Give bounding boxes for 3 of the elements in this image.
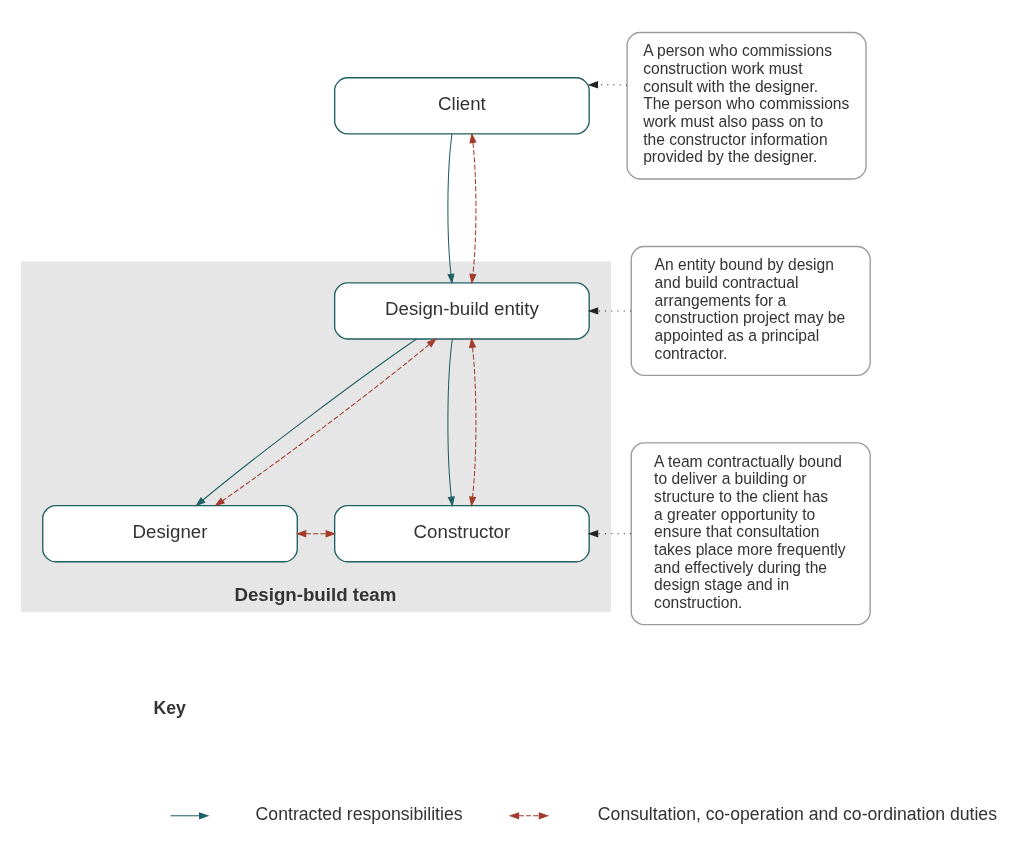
label: Key <box>152 697 186 718</box>
legend-label: Contracted responsibilities <box>255 803 463 824</box>
legend-label: Consultation, co-operation and co-ordination duties <box>597 803 997 824</box>
